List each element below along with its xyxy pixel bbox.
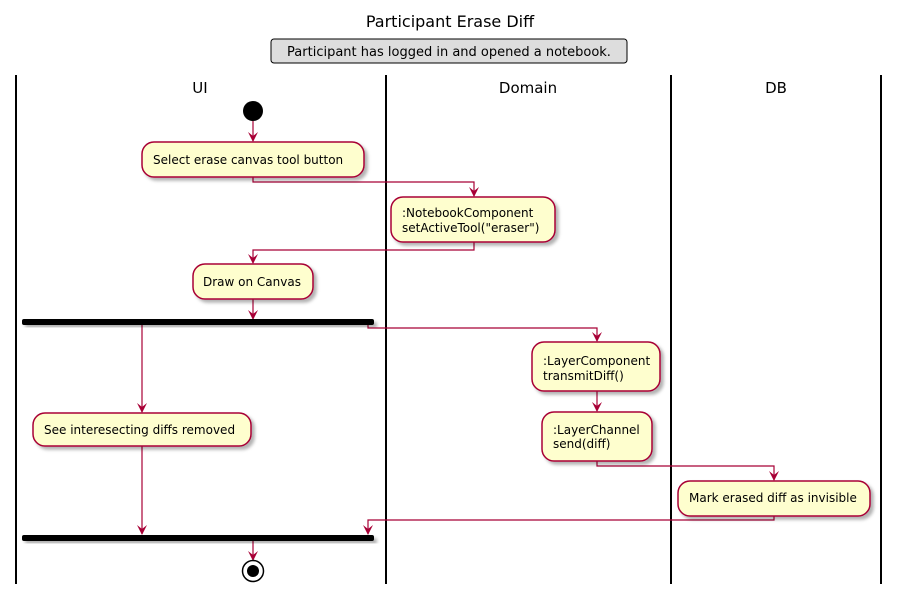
activity-label: :LayerComponent — [543, 354, 650, 368]
activity-label: :NotebookComponent — [402, 206, 534, 220]
precondition-note-box — [270, 38, 628, 64]
end-node — [241, 559, 265, 583]
activity-transmit-diff: :LayerComponent transmitDiff() — [531, 341, 661, 392]
precondition-note: Participant has logged in and opened a n… — [287, 45, 611, 60]
flow-edges — [137, 121, 779, 561]
activity-select-erase-tool: Select erase canvas tool button — [141, 141, 365, 178]
activity-mark-erased-diff: Mark erased diff as invisible — [677, 480, 871, 517]
activity-label: Select erase canvas tool button — [153, 153, 343, 167]
activity-label: Draw on Canvas — [203, 275, 301, 289]
edge-send-to-mark — [596, 461, 779, 481]
start-node — [243, 101, 263, 121]
activity-send-diff: :LayerChannel send(diff) — [541, 411, 653, 462]
edge-select-to-settool — [252, 177, 479, 197]
activity-set-active-tool: :NotebookComponent setActiveTool("eraser… — [390, 196, 556, 243]
lane-title-db: DB — [765, 79, 787, 97]
join-bar — [22, 535, 374, 541]
activity-label: :LayerChannel — [553, 423, 640, 437]
edge-mark-to-join — [363, 516, 775, 535]
activity-label: transmitDiff() — [543, 369, 624, 383]
activity-label: See interesecting diffs removed — [44, 423, 235, 437]
lane-title-domain: Domain — [499, 79, 557, 97]
activity-label: Mark erased diff as invisible — [689, 491, 857, 505]
edge-fork-to-transmit — [367, 324, 602, 342]
diagram-title: Participant Erase Diff — [366, 12, 535, 31]
activity-label: send(diff) — [553, 437, 610, 451]
activity-draw-on-canvas: Draw on Canvas — [192, 263, 314, 300]
activity-label: setActiveTool("eraser") — [402, 221, 539, 235]
activity-see-diffs-removed: See interesecting diffs removed — [32, 412, 252, 447]
edge-settool-to-draw — [248, 242, 475, 264]
fork-bar — [22, 319, 374, 325]
lane-title-ui: UI — [192, 79, 207, 97]
